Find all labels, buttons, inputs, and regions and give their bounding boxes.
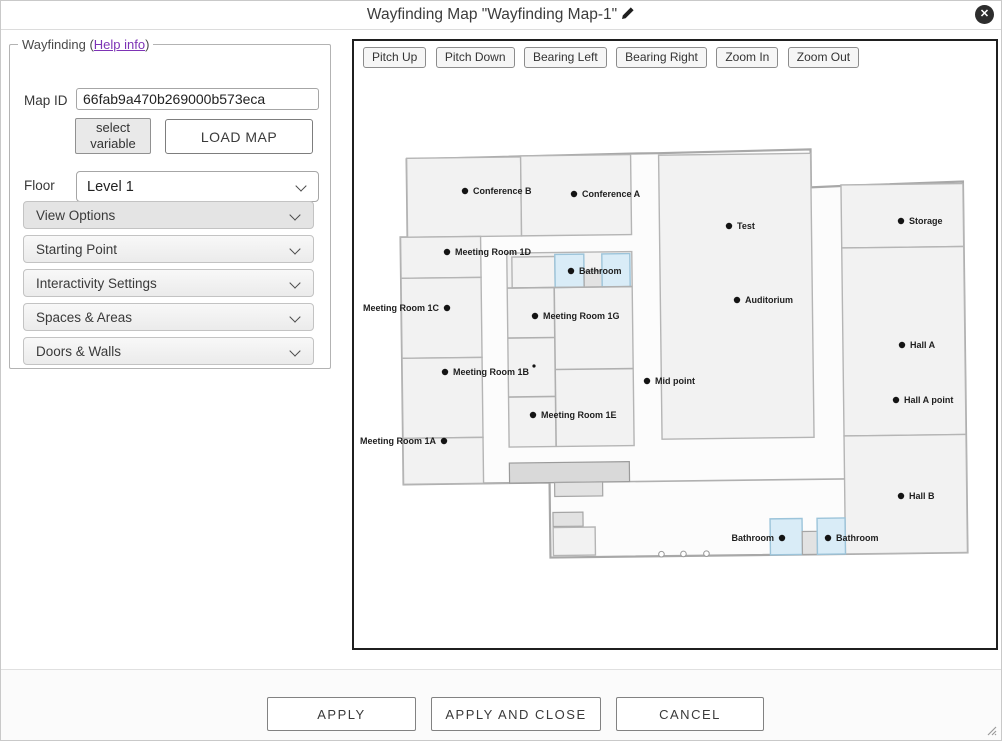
map-point[interactable] [778, 534, 786, 542]
accordion-label: Interactivity Settings [36, 275, 157, 291]
map-point-label: Meeting Room 1B [453, 367, 530, 377]
legend-suffix: ) [145, 37, 150, 52]
map-point-label: Test [737, 221, 755, 231]
apply-button[interactable]: APPLY [267, 697, 416, 731]
map-point[interactable] [725, 222, 733, 230]
pitch-down-button[interactable]: Pitch Down [435, 47, 515, 68]
map-point-label: Hall A point [904, 395, 953, 405]
resize-grip[interactable] [987, 726, 997, 736]
map-point-label: Storage [909, 216, 943, 226]
dialog-header: Wayfinding Map "Wayfinding Map-1" ✕ [1, 1, 1001, 30]
map-point[interactable] [567, 267, 575, 275]
map-point-label: Auditorium [745, 295, 793, 305]
floorplan-markers: Conference B Conference A Test StorageMeeti… [360, 186, 953, 543]
select-variable-line2: variable [90, 136, 136, 151]
map-point-label: Hall A [910, 340, 936, 350]
floor-select[interactable]: Level 1 [76, 171, 319, 202]
accordion-label: Spaces & Areas [36, 309, 133, 325]
map-point-label: Meeting Room 1A [360, 436, 437, 446]
chevron-down-icon [289, 345, 301, 357]
cancel-button[interactable]: CANCEL [616, 697, 764, 731]
map-point[interactable] [570, 190, 578, 198]
floorplan-walls [399, 148, 969, 559]
map-point[interactable] [897, 492, 905, 500]
settings-accordion-list: View Options Starting Point Interactivit… [23, 201, 314, 371]
select-variable-line1: select [96, 120, 130, 136]
map-point-label: Bathroom [836, 533, 879, 543]
map-point-label: Bathroom [732, 533, 775, 543]
map-point[interactable] [892, 396, 900, 404]
floorplan-svg: Conference B Conference A Test StorageMeeti… [360, 148, 969, 559]
dialog-title: Wayfinding Map "Wayfinding Map-1" [366, 6, 618, 23]
map-point[interactable] [440, 437, 448, 445]
chevron-down-icon [289, 311, 301, 323]
chevron-down-icon [289, 209, 301, 221]
map-point[interactable] [529, 411, 537, 419]
map-point-label: Meeting Room 1E [541, 410, 617, 420]
map-id-label: Map ID [24, 93, 68, 108]
group-legend: Wayfinding (Help info) [18, 37, 153, 52]
chevron-down-icon [289, 243, 301, 255]
accordion-label: View Options [36, 207, 116, 223]
map-point-label: Hall B [909, 491, 935, 501]
map-viewport[interactable]: Pitch Up Pitch Down Bearing Left Bearing… [352, 39, 998, 650]
map-point-label: Meeting Room 1C [363, 303, 440, 313]
zoom-in-button[interactable]: Zoom In [716, 47, 779, 68]
map-point-label: Meeting Room 1D [455, 247, 532, 257]
accordion-interactivity-settings[interactable]: Interactivity Settings [23, 269, 314, 297]
accordion-view-options[interactable]: View Options [23, 201, 314, 229]
help-info-link[interactable]: Help info [93, 37, 146, 52]
map-point[interactable] [897, 217, 905, 225]
chevron-down-icon [289, 277, 301, 289]
map-point[interactable] [643, 377, 651, 385]
map-point[interactable] [733, 296, 741, 304]
bearing-right-button[interactable]: Bearing Right [616, 47, 707, 68]
apply-and-close-button[interactable]: APPLY AND CLOSE [431, 697, 601, 731]
map-point[interactable] [824, 534, 832, 542]
map-point[interactable] [532, 364, 536, 368]
map-point[interactable] [443, 248, 451, 256]
bearing-left-button[interactable]: Bearing Left [523, 47, 607, 68]
accordion-label: Doors & Walls [36, 343, 122, 359]
floor-select-value: Level 1 [87, 178, 134, 195]
legend-prefix: Wayfinding ( [22, 37, 94, 52]
floor-label: Floor [24, 178, 55, 193]
map-point[interactable] [531, 312, 539, 320]
map-controls: Pitch Up Pitch Down Bearing Left Bearing… [363, 47, 864, 68]
accordion-spaces-areas[interactable]: Spaces & Areas [23, 303, 314, 331]
map-point-label: Mid point [655, 376, 695, 386]
map-point[interactable] [461, 187, 469, 195]
accordion-label: Starting Point [36, 241, 118, 257]
edit-title-icon[interactable] [621, 6, 635, 25]
map-point-label: Meeting Room 1G [543, 311, 620, 321]
close-icon[interactable]: ✕ [975, 5, 994, 24]
accordion-starting-point[interactable]: Starting Point [23, 235, 314, 263]
chevron-down-icon [295, 180, 307, 192]
map-point-label: Conference A [582, 189, 641, 199]
pitch-up-button[interactable]: Pitch Up [363, 47, 427, 68]
map-point[interactable] [898, 341, 906, 349]
zoom-out-button[interactable]: Zoom Out [787, 47, 860, 68]
map-point-label: Bathroom [579, 266, 622, 276]
load-map-button[interactable]: LOAD MAP [165, 119, 313, 154]
map-point[interactable] [441, 368, 449, 376]
map-point[interactable] [443, 304, 451, 312]
map-point-label: Conference B [473, 186, 532, 196]
map-id-input[interactable] [76, 88, 319, 110]
accordion-doors-walls[interactable]: Doors & Walls [23, 337, 314, 365]
